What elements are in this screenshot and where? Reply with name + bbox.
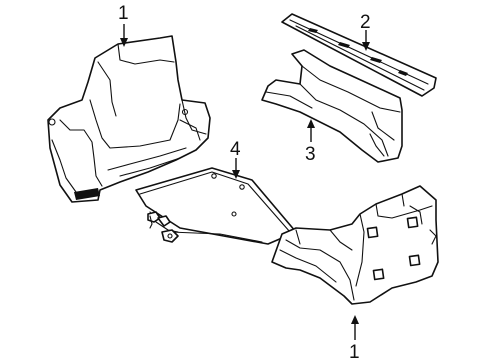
trunk-floor-mat	[135, 167, 297, 245]
rear-cross-panel	[261, 49, 403, 163]
callout-1-top: 1	[118, 3, 129, 24]
arrowhead-1-bottom	[351, 315, 359, 324]
rear-shelf-panel	[281, 13, 437, 97]
wheelhouse-liner	[271, 185, 439, 305]
leader-lines	[120, 24, 370, 340]
callout-4: 4	[230, 139, 241, 160]
arrowhead-4	[232, 170, 240, 179]
callout-1-bottom: 1	[349, 342, 360, 360]
arrowhead-1-top	[120, 38, 128, 47]
callout-2: 2	[360, 12, 371, 33]
arrowhead-3	[307, 119, 315, 128]
arrowhead-2	[362, 42, 370, 51]
callout-labels: 1 2 3 4 1	[118, 3, 371, 360]
fastener-clips	[147, 211, 179, 243]
trunk-side-trim-panel	[47, 35, 211, 203]
callout-3: 3	[305, 144, 316, 165]
